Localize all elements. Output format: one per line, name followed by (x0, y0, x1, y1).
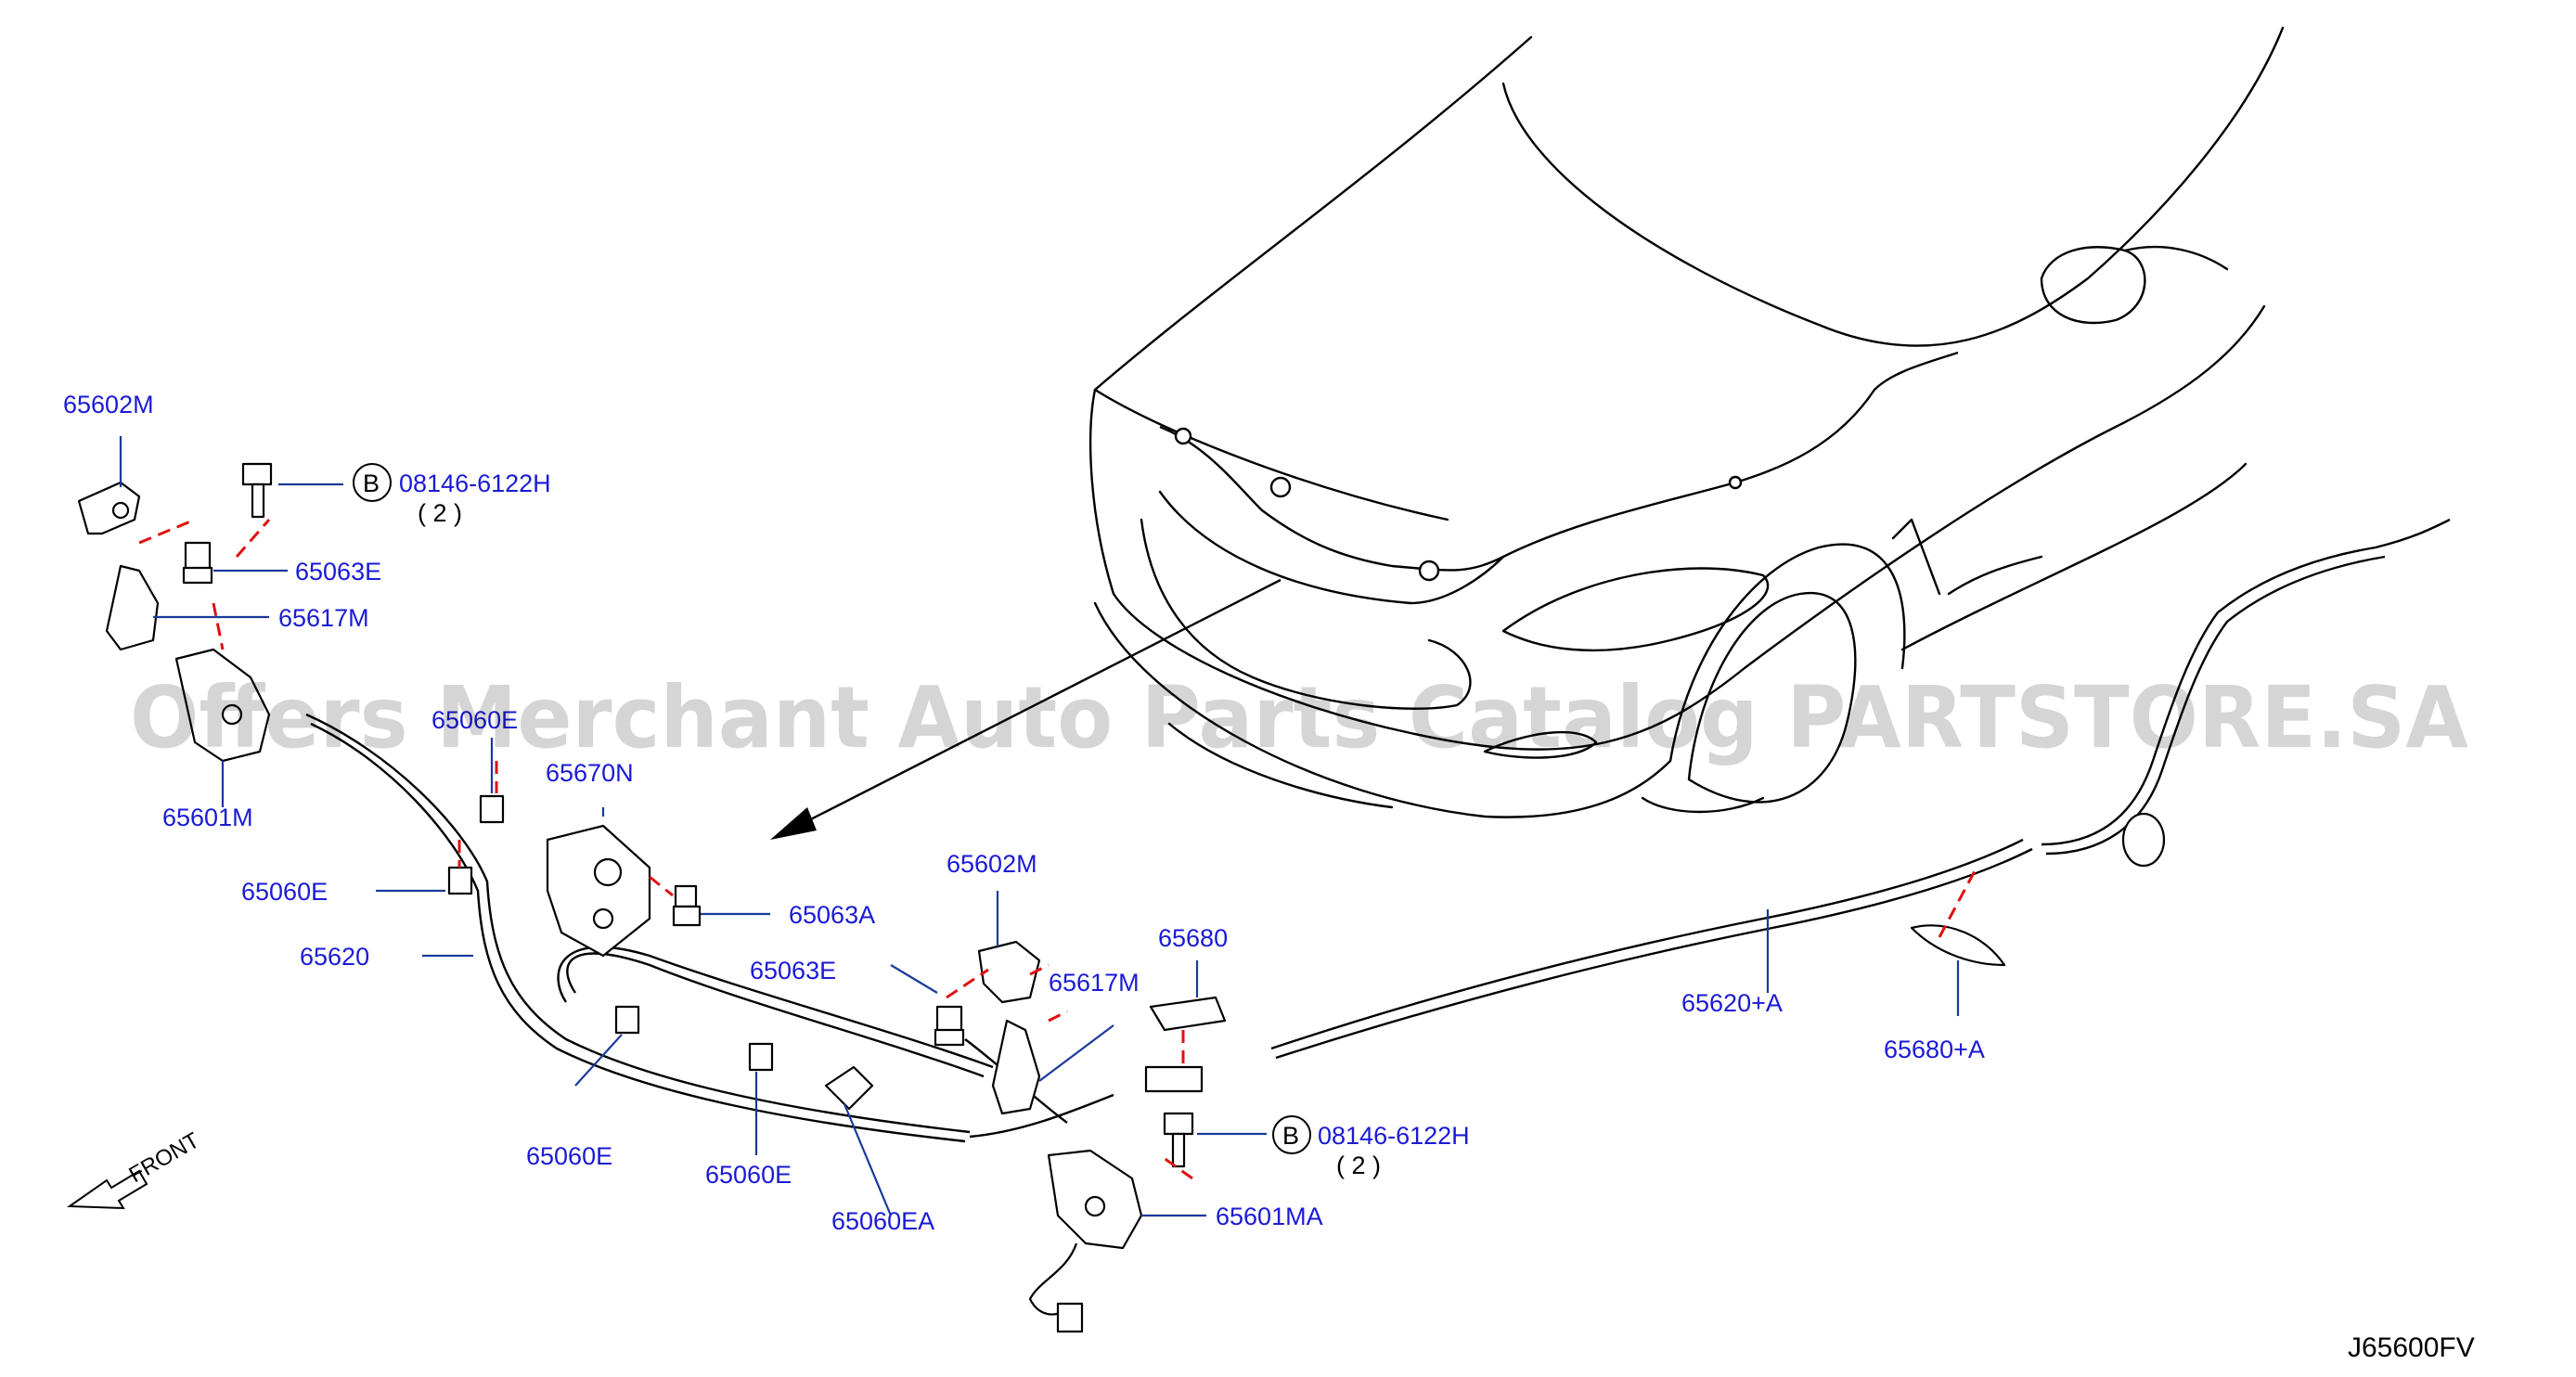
label-65060e-d: 65060E (705, 1161, 792, 1189)
label-65620: 65620 (300, 943, 369, 971)
bolt-08146-6122h-upper (241, 462, 273, 519)
label-65063e-upper: 65063E (295, 558, 381, 586)
hood-lock-65670n (546, 824, 651, 958)
clip-65063e-lower (934, 1005, 965, 1047)
bolt-callout-lower: B 08146-6122H ( 2 ) (1272, 1115, 1470, 1179)
diagram-code: J65600FV (2348, 1332, 2475, 1363)
label-65620a: 65620+A (1681, 989, 1783, 1017)
handle-65617m-upper (105, 564, 160, 651)
cable-joint (1144, 1065, 1204, 1093)
assembly-lines (138, 518, 1978, 1180)
hood-lock-65601m (174, 648, 271, 763)
cable-clip-65060e-c (614, 1005, 640, 1035)
callout-letter-upper: B (363, 470, 380, 497)
label-65060e-left: 65060E (241, 878, 328, 906)
label-65060e-c: 65060E (526, 1142, 612, 1170)
clip-65063e-upper (182, 541, 213, 585)
part-labels: 65602M 65063E 65617M 65601M 65060E 65060… (63, 391, 1985, 1235)
cable-clip-65060e-d (748, 1042, 774, 1072)
callout-letter-lower: B (1282, 1122, 1299, 1150)
bolt-65063a (672, 884, 702, 927)
cable-clip-65060e-left (447, 866, 473, 895)
pointer-arrow (770, 578, 1282, 840)
label-65617m-upper: 65617M (278, 604, 369, 632)
label-65060ea: 65060EA (831, 1207, 934, 1235)
label-65617m-lower: 65617M (1049, 969, 1140, 997)
label-65060e-top: 65060E (431, 706, 518, 734)
label-65680a: 65680+A (1884, 1036, 1985, 1063)
label-65063e-lower: 65063E (750, 957, 836, 984)
label-65680: 65680 (1158, 924, 1228, 952)
front-direction-arrow: FRONT (66, 1127, 204, 1210)
label-65601ma: 65601MA (1216, 1203, 1323, 1230)
vehicle-front-outline (1088, 26, 2285, 818)
cable-clip-65060e-upper (479, 794, 505, 824)
callout-partno-lower: 08146-6122H (1318, 1122, 1470, 1150)
bolt-callout-upper: B 08146-6122H ( 2 ) (353, 463, 551, 527)
label-65602m-lower: 65602M (947, 850, 1037, 878)
callout-qty-upper: ( 2 ) (418, 499, 462, 527)
cable-routing-on-vehicle (1159, 351, 1959, 582)
handle-65617m-lower (991, 1019, 1041, 1115)
label-65601m: 65601M (162, 804, 253, 831)
front-arrow-label: FRONT (125, 1127, 204, 1188)
cable-clip-65060ea (824, 1065, 874, 1111)
label-65602m-upper: 65602M (63, 391, 154, 418)
cable-cover-65680 (1149, 996, 1227, 1032)
bracket-65602m-lower (977, 940, 1041, 1004)
leader-lines (119, 436, 1960, 1217)
callout-partno-upper: 08146-6122H (399, 470, 551, 497)
hood-lock-control-cable-65620 (305, 713, 1114, 1143)
hood-lock-control-cable-65620a (1270, 518, 2451, 1060)
bolt-08146-6122h-lower (1163, 1112, 1194, 1168)
grommet-65680a (1910, 812, 2166, 967)
callout-qty-lower: ( 2 ) (1336, 1152, 1381, 1179)
label-65670n: 65670N (546, 759, 634, 787)
label-65063a: 65063A (789, 901, 875, 929)
watermark-text: Offers Merchant Auto Parts Catalog PARTS… (130, 668, 2468, 767)
bracket-65602m-upper (77, 481, 141, 535)
hood-lock-65601ma (1028, 1149, 1143, 1333)
